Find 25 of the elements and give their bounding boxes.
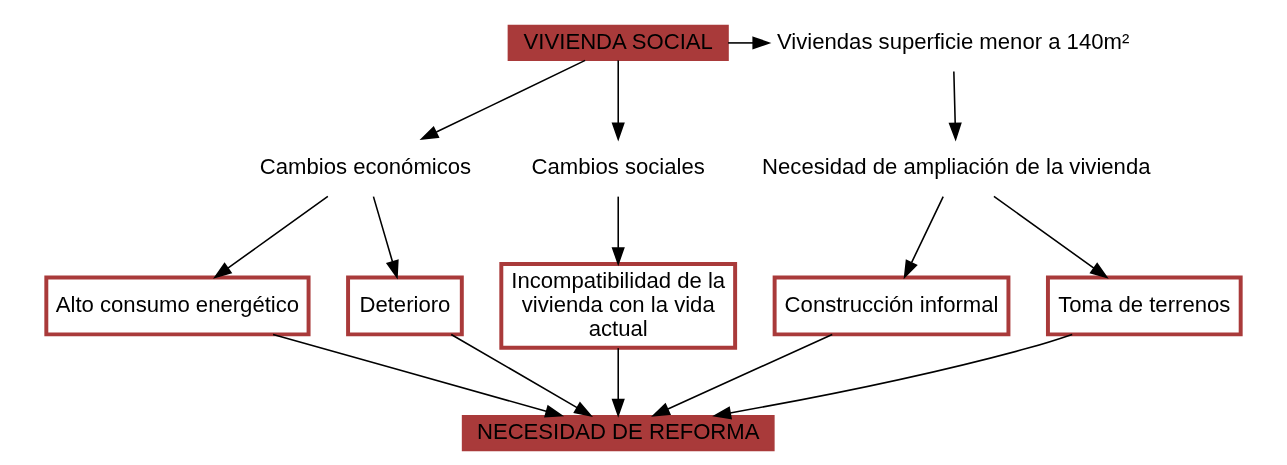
arrow (948, 70, 962, 142)
arrow (712, 333, 1073, 420)
node-box: Deterioro (346, 275, 464, 337)
node-text: Cambios sociales (531, 153, 705, 179)
arrow (372, 195, 399, 280)
node-box: Alto consumo energético (44, 275, 311, 337)
arrow (903, 195, 944, 280)
arrow (611, 59, 625, 142)
arrow (419, 59, 586, 141)
arrow (651, 333, 833, 417)
arrow (213, 195, 329, 279)
arrow (450, 333, 593, 417)
arrow (727, 36, 772, 50)
node-text: Cambios económicos (259, 153, 472, 179)
node-box: VIVIENDA SOCIAL (507, 24, 729, 62)
node-box: NECESIDAD DE REFORMA (461, 414, 775, 452)
node-box: Incompatibilidad de la vivienda con la vida actual (499, 262, 738, 350)
node-text: Viviendas superficie menor a 140m² (777, 28, 1130, 54)
arrow (993, 195, 1109, 279)
arrow (611, 195, 625, 267)
node-box: Construcción informal (772, 275, 1011, 337)
arrow (611, 347, 625, 418)
node-text: Necesidad de ampliación de la vivienda (762, 153, 1151, 179)
node-box: Toma de terrenos (1045, 275, 1243, 337)
arrow (272, 333, 565, 418)
